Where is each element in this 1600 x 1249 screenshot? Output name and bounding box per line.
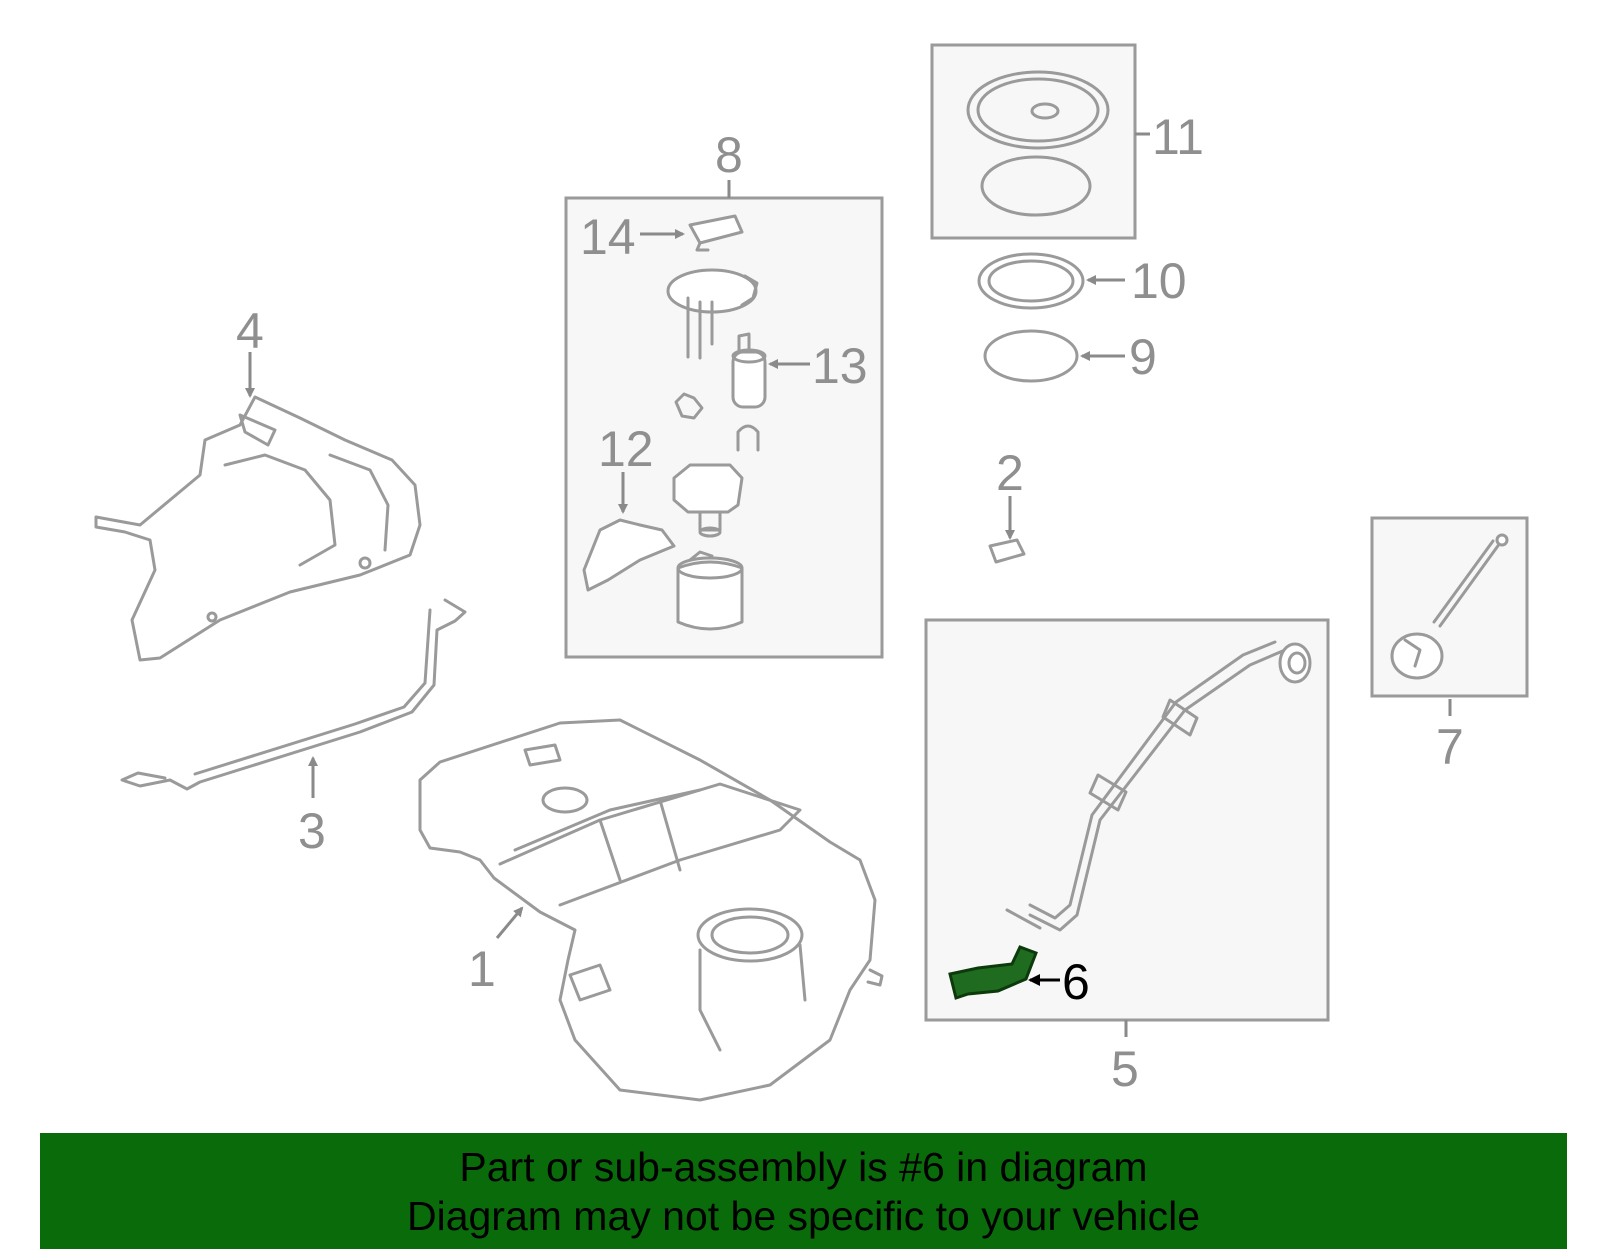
part-2-group: 2 [988, 445, 1026, 564]
part-4-group: 4 [94, 303, 422, 662]
part-8-group: 8 14 13 12 [564, 127, 884, 659]
callout-13: 13 [812, 338, 868, 394]
part-5-group: 6 5 [924, 618, 1330, 1097]
callout-14: 14 [580, 209, 636, 265]
part-5-box [924, 618, 1330, 1022]
parts-diagram: 11 10 9 8 14 13 [94, 43, 1529, 1102]
part-6-hose [948, 945, 1038, 1000]
callout-12: 12 [598, 421, 654, 477]
callout-10: 10 [1131, 253, 1187, 309]
callout-9: 9 [1129, 329, 1157, 385]
callout-8: 8 [715, 127, 743, 183]
callout-2: 2 [996, 445, 1024, 501]
part-11-group: 11 [930, 43, 1204, 240]
part-1-group: 1 [418, 718, 884, 1102]
callout-6: 6 [1062, 954, 1090, 1010]
part-7-box [1370, 516, 1529, 698]
banner-line-1: Part or sub-assembly is #6 in diagram [459, 1144, 1148, 1190]
callout-7: 7 [1436, 719, 1464, 775]
callout-3: 3 [298, 803, 326, 859]
part-10-group: 10 [977, 252, 1187, 310]
part-7-group: 7 [1370, 516, 1529, 775]
callout-5: 5 [1111, 1041, 1139, 1097]
part-9-group: 9 [983, 329, 1157, 385]
callout-1: 1 [468, 941, 496, 997]
callout-4: 4 [236, 303, 264, 359]
info-banner: Part or sub-assembly is #6 in diagram Di… [40, 1133, 1567, 1249]
callout-11: 11 [1152, 109, 1204, 165]
banner-line-2: Diagram may not be specific to your vehi… [406, 1193, 1200, 1239]
part-3-group: 3 [120, 598, 467, 859]
